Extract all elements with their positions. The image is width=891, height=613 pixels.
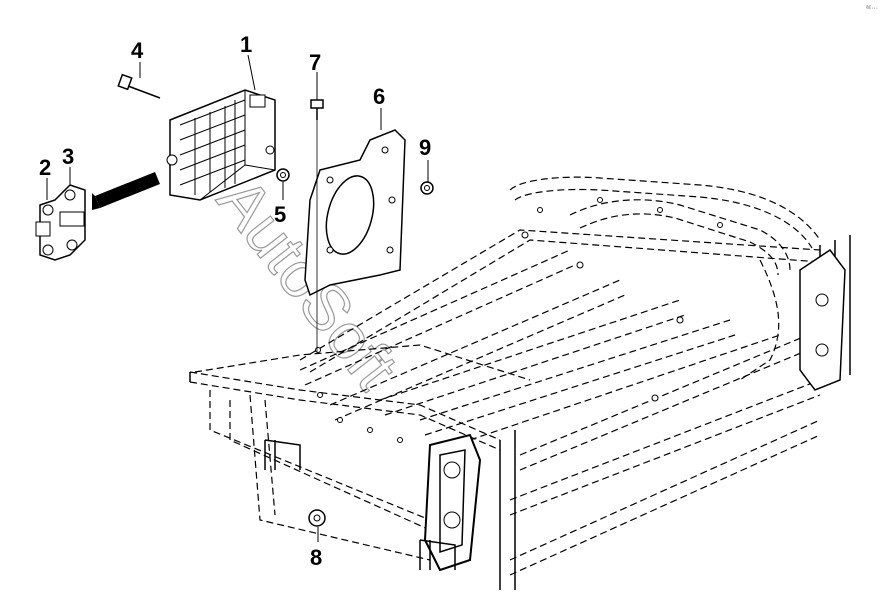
mounting-plate — [304, 129, 406, 297]
callout-4: 4 — [131, 38, 144, 63]
nut-9 — [420, 181, 434, 195]
callout-5: 5 — [274, 202, 286, 227]
nut-5 — [276, 168, 290, 182]
bolt-4 — [117, 73, 161, 99]
leader-lines — [46, 54, 429, 542]
callout-labels: 1 2 3 4 5 6 7 8 9 — [39, 32, 431, 570]
callout-6: 6 — [373, 84, 385, 109]
callout-7: 7 — [309, 50, 321, 75]
chassis-frame — [189, 176, 851, 590]
nut-8 — [308, 509, 326, 527]
callout-9: 9 — [419, 135, 431, 160]
callout-1: 1 — [240, 32, 252, 57]
callout-3: 3 — [62, 144, 74, 169]
corner-mark: ᵃᶜ··· — [866, 5, 878, 12]
callout-8: 8 — [310, 545, 322, 570]
callout-2: 2 — [39, 155, 51, 180]
fuse-box — [92, 89, 276, 210]
relay-bracket — [35, 184, 86, 261]
